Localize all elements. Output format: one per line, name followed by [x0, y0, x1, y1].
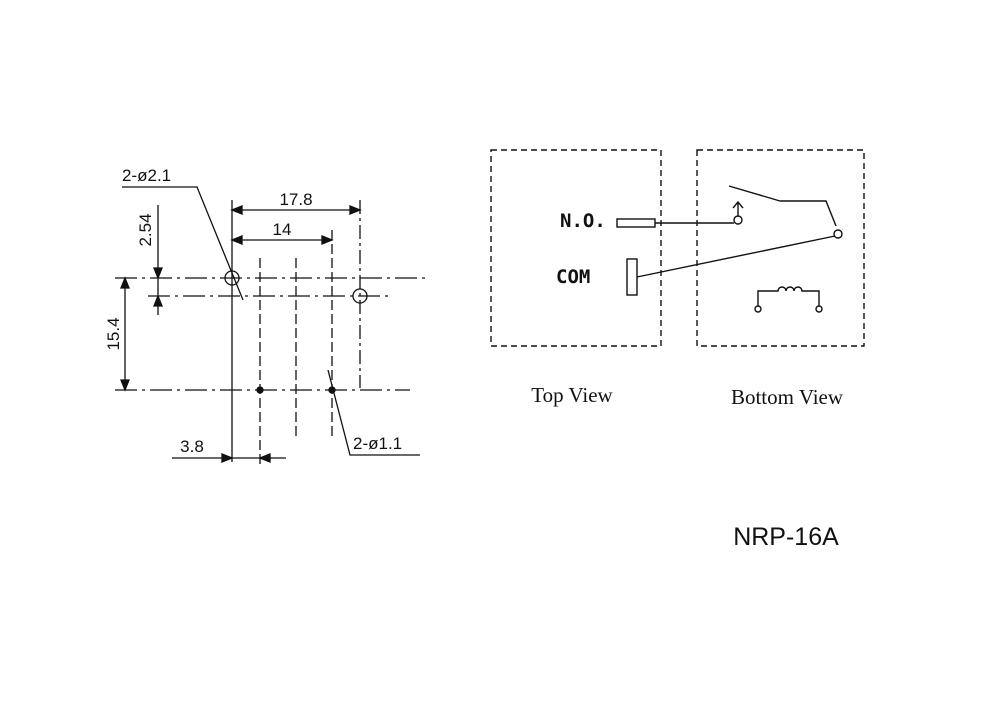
- coil-pin-right: [815, 305, 823, 313]
- com-contact: [833, 229, 843, 239]
- arrow-15-4-top: [120, 276, 130, 289]
- dim-label-2-54: 2.54: [136, 213, 155, 246]
- hole-large-label: 2-ø2.1: [122, 166, 171, 185]
- arrow-17-8-right: [349, 205, 362, 215]
- arrow-14-right: [321, 235, 334, 245]
- com-connection-line: [636, 235, 836, 278]
- hole-large-left: [224, 270, 240, 286]
- arrow-3-8-left: [221, 453, 234, 463]
- com-pin-label: COM: [556, 266, 590, 288]
- top-view-outline: [490, 149, 662, 347]
- arrow-14-left: [230, 235, 243, 245]
- coil-pin-left: [754, 305, 762, 313]
- arrow-17-8-left: [230, 205, 243, 215]
- dim-label-17-8: 17.8: [279, 190, 312, 209]
- dim-label-15-4: 15.4: [104, 317, 123, 350]
- connection-lines: [636, 222, 836, 278]
- hole-small-left: [256, 386, 264, 394]
- hole-large-right: [352, 288, 368, 304]
- dim-label-14: 14: [273, 220, 292, 239]
- arrow-15-4-bottom: [120, 379, 130, 392]
- switch-arm-link: [780, 200, 837, 227]
- no-contact: [733, 215, 743, 225]
- switch-arm: [728, 185, 781, 202]
- dim-label-3-8: 3.8: [180, 437, 204, 456]
- leader-hole-large: [122, 186, 244, 301]
- top-view: [490, 149, 662, 347]
- bottom-view-caption: Bottom View: [731, 385, 844, 409]
- hole-small-label: 2-ø1.1: [353, 434, 402, 453]
- model-number: NRP-16A: [733, 523, 839, 551]
- no-pin-label: N.O.: [560, 210, 606, 232]
- leader-hole-small: [327, 369, 420, 456]
- com-terminal: [626, 258, 638, 296]
- no-terminal: [616, 218, 656, 228]
- bottom-view: [696, 149, 865, 347]
- arrow-2-54-top: [153, 267, 163, 280]
- arrow-2-54-bottom: [153, 294, 163, 307]
- bottom-view-outline: [696, 149, 865, 347]
- no-contact-arrow: [732, 200, 744, 209]
- top-view-caption: Top View: [531, 383, 613, 407]
- arrow-3-8-right: [258, 453, 271, 463]
- coil-symbol: [757, 286, 820, 306]
- pcb-footprint: [115, 186, 428, 464]
